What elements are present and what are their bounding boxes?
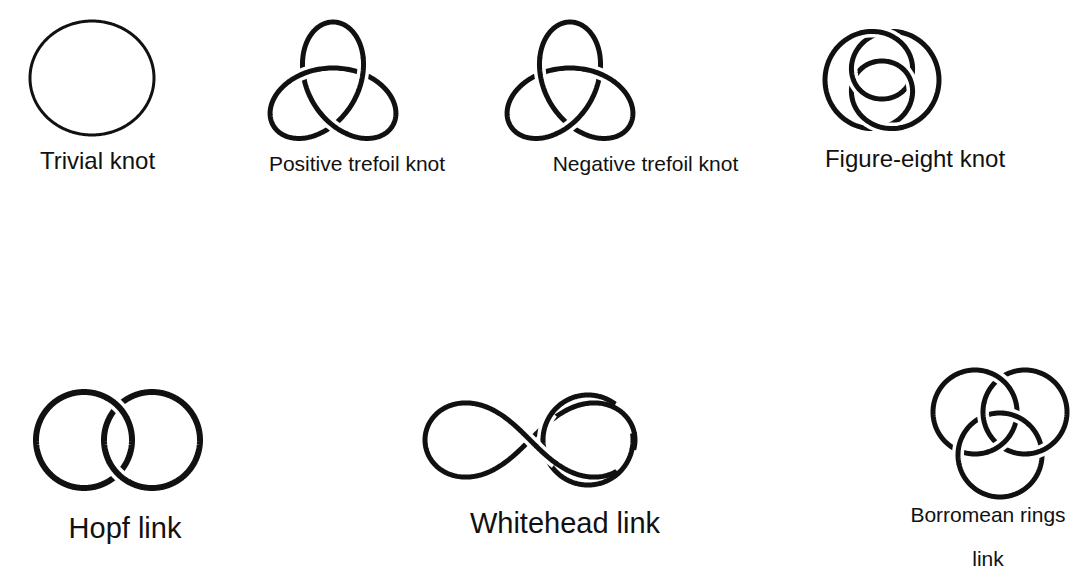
- crossing-gap: [543, 413, 552, 439]
- knot-label: Positive trefoil knot: [217, 150, 497, 178]
- knot-label: Hopf link: [25, 510, 225, 546]
- knot-label: Trivial knot: [10, 146, 185, 176]
- crossing-gap: [988, 372, 1009, 388]
- borromean-rings-drawing: [933, 370, 1067, 497]
- knot-strand-over: [107, 398, 126, 417]
- knot-strand: [507, 22, 633, 138]
- hopf-link-drawing: [36, 392, 200, 488]
- crossing-gap: [619, 449, 632, 473]
- knot-strand-over: [958, 437, 962, 463]
- knot-strand-over: [321, 114, 346, 134]
- knot-strand-over: [614, 407, 634, 432]
- whitehead-link-drawing: [425, 395, 635, 485]
- figure-eight-drawing: [825, 31, 939, 128]
- knot-strand-over: [865, 119, 901, 129]
- negative-trefoil-drawing: [507, 22, 633, 138]
- crossing-gap: [904, 70, 912, 92]
- crossing-gap: [539, 58, 544, 90]
- crossing-gap: [958, 437, 962, 463]
- knot-strand-over: [1004, 413, 1028, 424]
- knot-strand-over: [619, 449, 632, 473]
- crossing-gap: [321, 114, 346, 134]
- crossing-gap: [865, 119, 901, 129]
- crossing-gap: [536, 446, 555, 462]
- knot-strand-over: [543, 413, 552, 439]
- knot-strand-over: [851, 66, 858, 88]
- crossing-gap: [289, 69, 319, 81]
- knot-strand: [30, 21, 154, 135]
- knot-label: Borromean rings link: [895, 493, 1081, 581]
- crossing-gap: [988, 436, 1009, 452]
- knot-strand-over: [110, 463, 129, 482]
- knot-strand-over: [861, 31, 898, 39]
- knot-label: Figure-eight knot: [785, 144, 1045, 174]
- knot-strand: [825, 31, 939, 128]
- crossing-gap: [851, 66, 858, 88]
- knot-strand-over: [988, 436, 1009, 452]
- knot-strand-over: [988, 372, 1009, 388]
- knot-label: Negative trefoil knot: [508, 150, 783, 178]
- knot-strand-over: [536, 446, 555, 462]
- crossing-gap: [359, 58, 364, 90]
- knot-strand: [36, 392, 132, 488]
- knot-strand-over: [1029, 443, 1053, 454]
- crossing-gap: [614, 407, 634, 432]
- knot-strand-over: [359, 58, 364, 90]
- knot-strand-over: [557, 114, 582, 134]
- knot-strand-over: [539, 58, 544, 90]
- knot-strand-over: [289, 69, 319, 81]
- crossing-gap: [1029, 443, 1053, 454]
- knot-strand-over: [584, 69, 614, 81]
- knot-strand-over: [983, 403, 987, 429]
- knot-strand-over: [904, 70, 912, 92]
- crossing-gap: [1004, 413, 1028, 424]
- crossing-gap: [107, 398, 126, 417]
- trivial-knot-drawing: [30, 21, 154, 135]
- crossing-gap: [983, 403, 987, 429]
- positive-trefoil-drawing: [270, 22, 396, 138]
- knot-label: Whitehead link: [415, 505, 715, 541]
- crossing-gap: [557, 114, 582, 134]
- crossing-gap: [584, 69, 614, 81]
- crossing-gap: [110, 463, 129, 482]
- knot-strand: [425, 403, 635, 477]
- crossing-gap: [861, 31, 898, 39]
- knot-strand: [104, 392, 200, 488]
- knot-strand: [270, 22, 396, 138]
